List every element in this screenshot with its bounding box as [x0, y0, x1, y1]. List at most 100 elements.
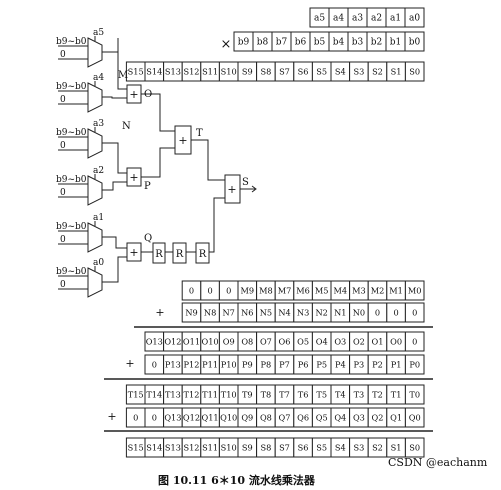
bit-cell: Q5	[311, 407, 332, 428]
svg-text:0: 0	[133, 412, 138, 422]
bit-cell: P12	[181, 354, 202, 375]
bit-cell: N6	[237, 302, 258, 323]
svg-text:+: +	[129, 88, 138, 101]
bit-cell: M8	[256, 280, 276, 301]
bit-cell: 0	[404, 302, 425, 323]
bit-cell: 0	[386, 302, 406, 323]
bit-cell: T6	[293, 384, 313, 405]
svg-text:b2: b2	[371, 38, 383, 48]
svg-text:N0: N0	[353, 307, 365, 317]
svg-text:N8: N8	[204, 307, 216, 317]
svg-text:S7: S7	[279, 442, 290, 452]
svg-text:M2: M2	[371, 285, 385, 295]
bit-cell: O7	[256, 331, 276, 352]
svg-text:S14: S14	[146, 442, 162, 452]
svg-text:P5: P5	[316, 359, 327, 369]
bit-cell: Q4	[330, 407, 351, 428]
svg-text:T0: T0	[409, 389, 420, 399]
svg-text:b1: b1	[390, 38, 402, 48]
bit-cell: 0	[200, 280, 220, 301]
svg-text:b9: b9	[238, 38, 250, 48]
svg-text:Q9: Q9	[241, 412, 253, 422]
svg-text:S12: S12	[183, 66, 199, 76]
bit-cell: M5	[311, 280, 332, 301]
svg-text:O5: O5	[297, 336, 309, 346]
figure-caption: 图 10.11 6＊10 流水线乘法器	[158, 473, 316, 487]
svg-text:M1: M1	[389, 285, 403, 295]
bit-cell: N0	[349, 302, 369, 323]
svg-text:R: R	[155, 249, 163, 260]
bit-cell: 0	[125, 407, 146, 428]
bit-cell: a2	[366, 7, 387, 28]
signal-label-s: S	[242, 177, 249, 188]
bit-cell: M2	[367, 280, 388, 301]
svg-text:S0: S0	[409, 66, 420, 76]
bit-cell: S8	[256, 437, 276, 458]
bit-cell: M1	[386, 280, 406, 301]
svg-text:b9~b0: b9~b0	[56, 37, 87, 47]
svg-text:N5: N5	[260, 307, 272, 317]
bit-cell: M0	[404, 280, 425, 301]
adder-q: +	[126, 242, 142, 262]
svg-text:M7: M7	[278, 285, 292, 295]
svg-text:a2: a2	[93, 166, 104, 176]
bit-cell: S1	[386, 61, 406, 82]
bit-cell: b0	[404, 31, 425, 52]
register-3: R	[195, 242, 210, 264]
bit-cell: a3	[347, 7, 368, 28]
bit-cell: N1	[330, 302, 351, 323]
svg-text:P0: P0	[409, 359, 420, 369]
svg-text:P1: P1	[391, 359, 402, 369]
svg-text:S8: S8	[260, 442, 271, 452]
svg-text:O6: O6	[279, 336, 291, 346]
svg-text:N9: N9	[185, 307, 197, 317]
svg-text:0: 0	[152, 412, 157, 422]
bit-cell: S11	[200, 437, 220, 458]
signal-label-t: T	[196, 128, 203, 139]
svg-text:b5: b5	[314, 38, 326, 48]
bit-cell: S7	[274, 437, 295, 458]
svg-text:O3: O3	[334, 336, 346, 346]
bit-cell: Q3	[349, 407, 369, 428]
svg-text:0: 0	[60, 188, 66, 198]
bit-cell: S10	[218, 437, 239, 458]
svg-text:T15: T15	[128, 389, 144, 399]
bit-cell: 0	[144, 354, 165, 375]
svg-text:Q1: Q1	[390, 412, 402, 422]
svg-text:S1: S1	[391, 66, 402, 76]
svg-text:P11: P11	[202, 359, 218, 369]
svg-text:a5: a5	[314, 14, 325, 24]
svg-text:a0: a0	[93, 258, 104, 268]
svg-text:b6: b6	[295, 38, 307, 48]
svg-text:S5: S5	[316, 442, 327, 452]
svg-text:0: 0	[393, 307, 398, 317]
bit-cell: S5	[311, 437, 332, 458]
bit-cell: b4	[328, 31, 349, 52]
bit-cell: O1	[367, 331, 388, 352]
svg-text:+: +	[227, 183, 236, 196]
bit-cell: 0	[144, 407, 165, 428]
svg-text:0: 0	[60, 50, 66, 60]
svg-text:0: 0	[412, 336, 417, 346]
svg-text:P3: P3	[354, 359, 365, 369]
bit-cell: O12	[163, 331, 183, 352]
svg-text:0: 0	[189, 285, 194, 295]
bit-cell: S9	[237, 437, 258, 458]
svg-text:P13: P13	[165, 359, 181, 369]
svg-text:N4: N4	[278, 307, 290, 317]
times-symbol: ×	[221, 37, 232, 52]
svg-text:Q12: Q12	[183, 412, 200, 422]
svg-text:M4: M4	[334, 285, 348, 295]
plus-sign-q: +	[107, 410, 116, 423]
bit-cell: S4	[330, 437, 351, 458]
circuit: b9~b00a5b9~b00a4b9~b00a3b9~b00a2b9~b00a1…	[56, 28, 257, 298]
bit-cell: P4	[330, 354, 351, 375]
bit-cell: P3	[349, 354, 369, 375]
bit-cell: S6	[293, 61, 313, 82]
